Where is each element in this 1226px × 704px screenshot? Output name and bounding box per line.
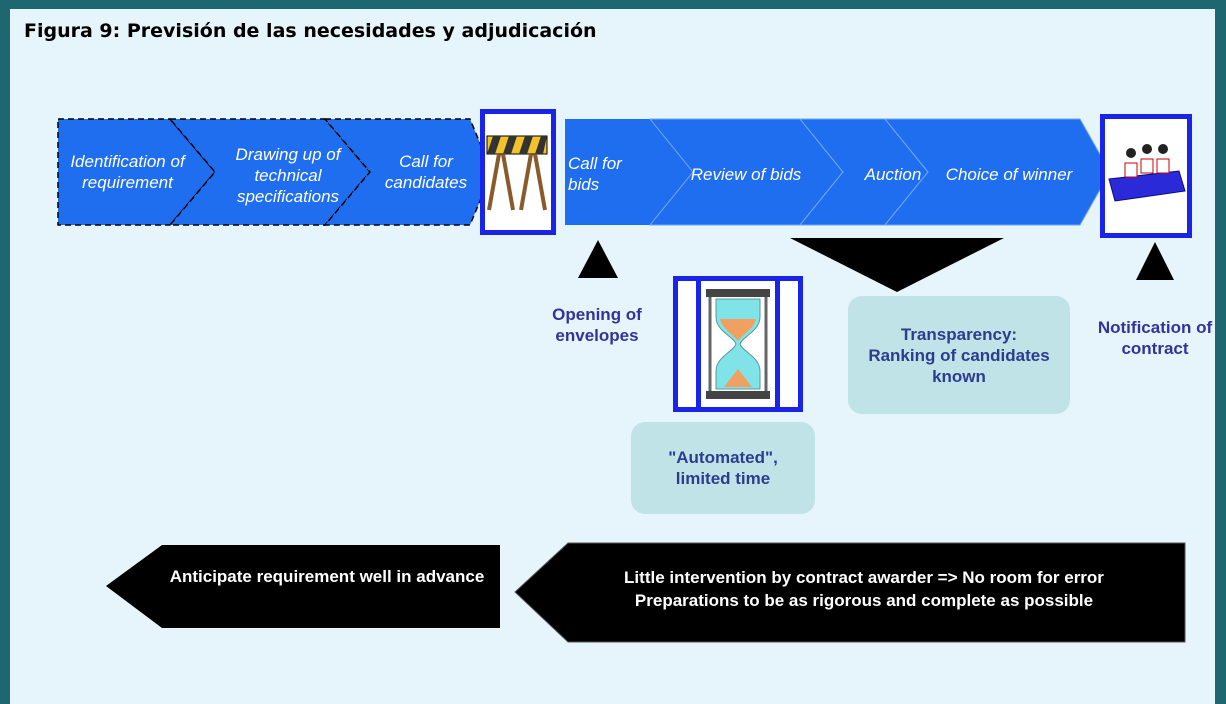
milestone-notification-label: Notification of contract: [1097, 318, 1213, 358]
phase-call-bids: Call for bids: [568, 154, 622, 194]
chevron-choice-winner: [883, 118, 1111, 226]
note-transparency: Transparency: Ranking of candidates know…: [848, 296, 1070, 414]
arrow-left-text: Anticipate requirement well in advance: [169, 566, 485, 586]
milestone-opening-label: Opening of envelopes: [552, 305, 642, 345]
arrow-right-line1: Little intervention by contract awarder …: [624, 568, 1104, 587]
hourglass-icon: [673, 276, 803, 412]
chevron-identification: [57, 118, 216, 226]
phase-review-bids: Review of bids: [690, 165, 802, 184]
podium-icon: [1100, 114, 1192, 238]
chevron-call-bids: [565, 119, 693, 225]
phase-identification: Identification of requirement: [70, 152, 185, 192]
arrow-right-text: Little intervention by contract awarder …: [562, 566, 1166, 612]
phase-drawing-up: Drawing up of technical specifications: [235, 145, 341, 206]
phase-auction: Auction: [864, 165, 922, 184]
figure-title: Figura 9: Previsión de las necesidades y…: [24, 20, 597, 42]
note-automated: "Automated", limited time: [631, 422, 815, 514]
marker-opening-triangle: [578, 240, 618, 278]
marker-notification-triangle: [1136, 242, 1174, 280]
arrow-right-line2: Preparations to be as rigorous and compl…: [634, 591, 1094, 610]
arrow-left-shape: [106, 545, 500, 628]
barrier-icon: [480, 109, 556, 235]
chevron-call-candidates: [323, 118, 493, 226]
arrow-right-shape: [514, 542, 1186, 643]
marker-auction-wedge: [790, 238, 1004, 292]
phase-call-candidates: Call for candidates: [384, 152, 468, 192]
phase-choice-winner: Choice of winner: [945, 165, 1073, 184]
